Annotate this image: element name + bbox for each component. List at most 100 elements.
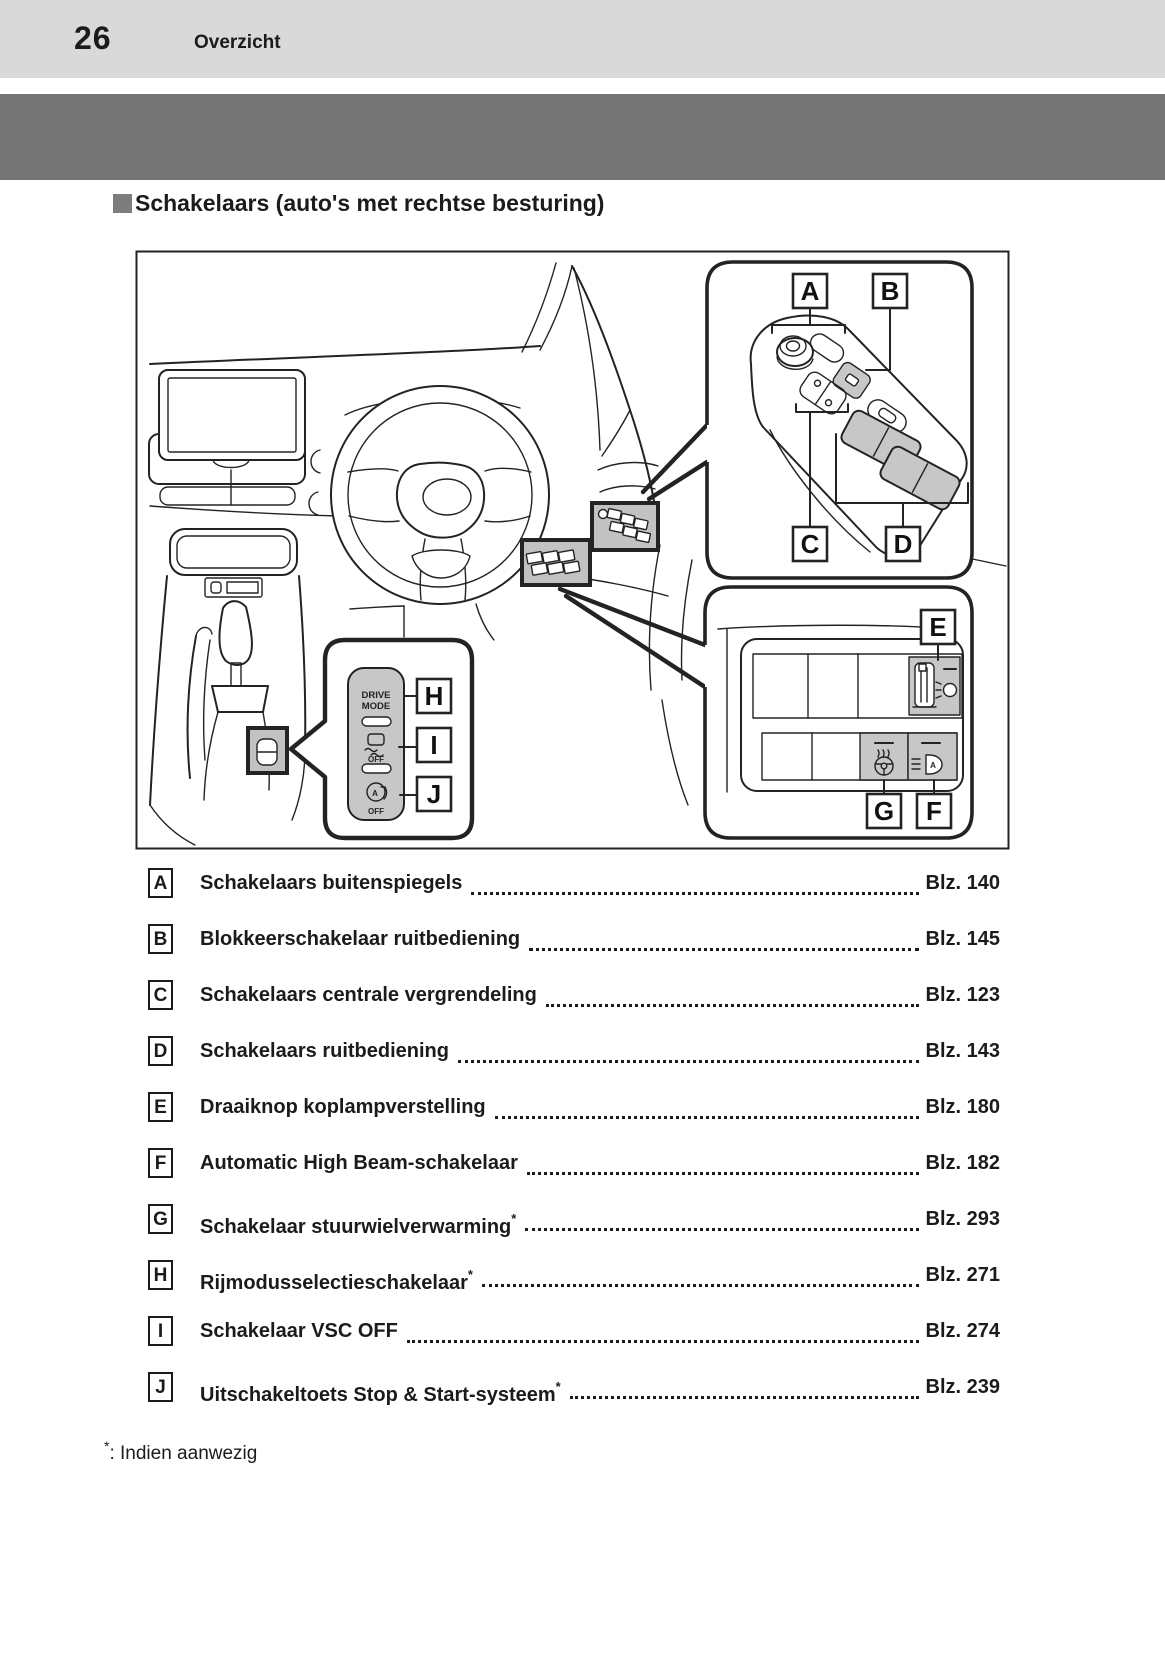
callout-letter-box: E bbox=[148, 1092, 173, 1122]
page-reference: Blz. 180 bbox=[925, 1096, 1000, 1118]
page-reference: Blz. 293 bbox=[925, 1208, 1000, 1230]
callout-box-b: B bbox=[871, 272, 909, 310]
callout-b-stem bbox=[865, 307, 891, 371]
list-item: F Automatic High Beam-schakelaar Blz. 182 bbox=[148, 1148, 1000, 1178]
item-label: Schakelaar stuurwielverwarming bbox=[200, 1216, 512, 1238]
callout-box-h: H bbox=[415, 677, 453, 715]
item-label: Automatic High Beam-schakelaar bbox=[200, 1152, 518, 1174]
page-reference: Blz. 239 bbox=[925, 1376, 1000, 1398]
vsc-off-icon bbox=[364, 733, 385, 758]
page-title-text: Schakelaars (auto's met rechtse besturin… bbox=[135, 190, 605, 216]
pointer-line bbox=[563, 593, 708, 690]
item-label: Schakelaars centrale vergrendeling bbox=[200, 984, 537, 1006]
lower-panel-highlight-box bbox=[520, 538, 592, 587]
item-label: Draaiknop koplampverstelling bbox=[200, 1096, 486, 1118]
svg-text:D: D bbox=[894, 529, 913, 559]
central-lock-switch-icon bbox=[799, 371, 847, 415]
footnote: *: Indien aanwezig bbox=[104, 1438, 257, 1465]
callout-box-d: D bbox=[884, 525, 922, 563]
gear-shifter bbox=[218, 600, 253, 666]
page-header-bar: 26 Overzicht bbox=[0, 0, 1165, 78]
dotted-leader bbox=[481, 1260, 919, 1287]
callout-box-i: I bbox=[415, 726, 453, 764]
window-switches-icon bbox=[840, 409, 961, 511]
mirror-adjust-knob-icon bbox=[776, 335, 814, 370]
headlight-level-icon bbox=[935, 681, 958, 699]
svg-text:H: H bbox=[425, 681, 444, 711]
center-console bbox=[149, 528, 307, 846]
callout-box-a: A bbox=[791, 272, 829, 310]
asterisk: * bbox=[555, 1379, 561, 1394]
callout-letter-box: C bbox=[148, 980, 173, 1010]
callout-letter-box: G bbox=[148, 1204, 173, 1234]
list-item: J Uitschakeltoets Stop & Start-systeem* Bl… bbox=[148, 1372, 1000, 1406]
item-label: Blokkeerschakelaar ruitbediening bbox=[200, 928, 521, 950]
callout-letter-box: J bbox=[148, 1372, 173, 1402]
stop-start-off-label: OFF bbox=[368, 807, 384, 816]
dotted-leader bbox=[569, 1372, 919, 1399]
switch-panel-inset: A bbox=[703, 585, 974, 840]
callout-c-bracket bbox=[795, 403, 849, 528]
svg-text:J: J bbox=[427, 779, 441, 809]
callout-a-bracket bbox=[771, 307, 846, 334]
list-item: G Schakelaar stuurwielverwarming* Blz. 293 bbox=[148, 1204, 1000, 1238]
item-label: Schakelaar VSC OFF bbox=[200, 1320, 398, 1342]
auto-high-beam-switch: A bbox=[907, 732, 958, 781]
stop-start-a: A bbox=[372, 789, 378, 798]
svg-text:I: I bbox=[430, 730, 437, 760]
callout-letter-box: H bbox=[148, 1260, 173, 1290]
page-reference: Blz. 143 bbox=[925, 1040, 1000, 1062]
page-reference: Blz. 182 bbox=[925, 1152, 1000, 1174]
callout-letter-box: A bbox=[148, 868, 173, 898]
page-title: Schakelaars (auto's met rechtse besturin… bbox=[113, 190, 604, 217]
drive-mode-label2: MODE bbox=[362, 701, 391, 712]
page-reference: Blz. 271 bbox=[925, 1264, 1000, 1286]
pointer-line bbox=[646, 459, 710, 502]
headlight-leveling-switch bbox=[908, 656, 961, 716]
svg-text:B: B bbox=[881, 276, 900, 306]
asterisk: * bbox=[511, 1211, 517, 1226]
svg-text:A: A bbox=[801, 276, 820, 306]
callout-box-g: G bbox=[865, 792, 903, 830]
callout-letter-box: I bbox=[148, 1316, 173, 1346]
pointer-line bbox=[557, 586, 708, 648]
dotted-leader bbox=[525, 1204, 919, 1231]
stop-start-off-icon bbox=[366, 782, 388, 802]
list-item: E Draaiknop koplampverstelling Blz. 180 bbox=[148, 1092, 1000, 1122]
steering-wheel bbox=[308, 385, 550, 605]
callout-box-f: F bbox=[915, 792, 953, 830]
dashboard-diagram: A DRIVE MODE OFF A OFF A B C D E G F bbox=[135, 250, 1010, 850]
footnote-text: : Indien aanwezig bbox=[109, 1443, 258, 1464]
item-label: Uitschakeltoets Stop & Start-systeem bbox=[200, 1384, 556, 1406]
dotted-leader bbox=[529, 924, 919, 951]
pointer-line bbox=[640, 422, 710, 495]
steering-wheel-heater-switch bbox=[859, 732, 909, 781]
svg-text:A: A bbox=[930, 761, 936, 770]
chapter-banner bbox=[0, 94, 1165, 180]
dotted-leader bbox=[494, 1092, 919, 1119]
dotted-leader bbox=[471, 868, 919, 895]
item-label: Rijmodusselectieschakelaar bbox=[200, 1272, 468, 1294]
mirror-select-switch-icon bbox=[809, 333, 845, 363]
vsc-off-label: OFF bbox=[368, 755, 384, 764]
car-interior-art bbox=[148, 262, 1007, 846]
infotainment-screen bbox=[158, 369, 306, 461]
door-switches-highlight-box bbox=[590, 501, 660, 552]
callout-letter-box: F bbox=[148, 1148, 173, 1178]
page-number: 26 bbox=[74, 20, 112, 56]
dotted-leader bbox=[526, 1148, 919, 1175]
item-label: Schakelaars buitenspiegels bbox=[200, 872, 463, 894]
auto-high-beam-icon: A bbox=[911, 754, 943, 775]
drive-mode-label: DRIVE bbox=[361, 690, 390, 701]
asterisk: * bbox=[467, 1267, 473, 1282]
page-reference: Blz. 145 bbox=[925, 928, 1000, 950]
page-reference: Blz. 274 bbox=[925, 1320, 1000, 1342]
square-bullet-icon bbox=[113, 194, 132, 213]
callout-letter-box: D bbox=[148, 1036, 173, 1066]
svg-text:C: C bbox=[801, 529, 820, 559]
